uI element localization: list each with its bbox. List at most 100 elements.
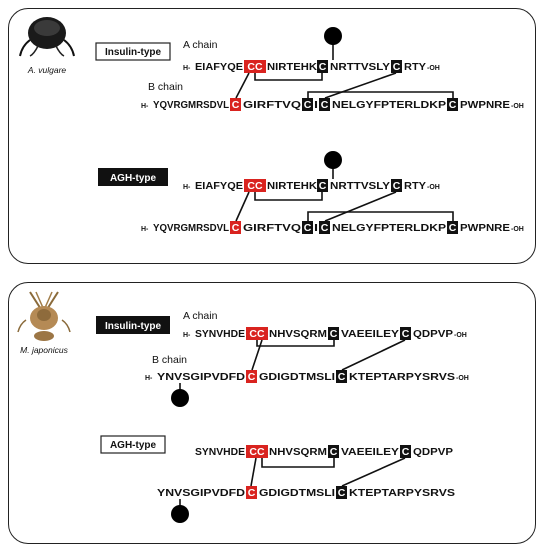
intra-a-bond (254, 73, 323, 81)
glycan-marker (171, 389, 189, 407)
oh-terminus: -OH (427, 184, 440, 191)
a-chain-seg4: RTY (404, 180, 426, 192)
b-chain-seg3: KTEPTARPYSRVS (349, 371, 455, 383)
agh-a-chain-bottom: SYNVHDE CC NHVSQRM C VAEEILEY C QDPVP (195, 445, 453, 458)
agh-b-chain-bottom: YNVSGIPVDFD C GDIGDTMSLI C KTEPTARPYSRVS (157, 486, 455, 499)
cysteine-label: C (330, 328, 338, 340)
cysteine: C (319, 221, 330, 234)
cysteine: C (391, 179, 402, 192)
cysteine: C (447, 221, 458, 234)
a-chain-label-top: A chain (183, 39, 218, 51)
oh-terminus: -OH (454, 332, 467, 339)
h-terminus: H- (183, 184, 191, 191)
insulin-a-chain-bottom: H- SYNVHDE CC NHVSQRM C VAEEILEY C QDPVP… (183, 327, 467, 340)
agh-type-label-top: AGH-type (110, 173, 157, 184)
a-chain-seg4: QDPVP (413, 328, 453, 340)
a-b-bond (324, 72, 397, 99)
b-chain-seg1: YQVRGMRSDVL (153, 99, 230, 111)
cysteine-label: C (393, 180, 401, 192)
insulin-b-chain-top: H- YQVRGMRSDVL C GIRFTVQ C I C NELGYFPTE… (141, 98, 524, 111)
b-chain-seg3: KTEPTARPYSRVS (349, 487, 455, 499)
cysteine-label: C (232, 99, 240, 111)
b-chain-seg4: NELGYFPTERLDKP (332, 99, 446, 111)
b-chain-seg2: GDIGDTMSLI (259, 487, 335, 499)
cysteine-pair: CC (246, 445, 268, 458)
h-terminus: H- (145, 375, 153, 382)
a-b-bond (307, 91, 454, 98)
disulfide-bonds-insulin-top (235, 72, 454, 99)
cysteine-label: C (248, 487, 256, 499)
a-chain-seg4: RTY (404, 61, 426, 73)
a-chain-seg2: NHVSQRM (269, 446, 327, 458)
cysteine-pair: CC (246, 327, 268, 340)
cysteine: C (317, 60, 328, 73)
b-chain-seg4: NELGYFPTERLDKP (332, 222, 446, 234)
oh-terminus: -OH (456, 375, 469, 382)
a-chain-seg2: NIRTEHK (267, 180, 317, 192)
cysteine-pair-label: CC (249, 328, 265, 340)
cysteine-label: C (248, 371, 256, 383)
disulfide-bonds-agh-top (235, 191, 454, 222)
b-chain-seg1: YQVRGMRSDVL (153, 222, 230, 234)
oh-terminus: -OH (427, 65, 440, 72)
intra-a-bond (256, 340, 335, 347)
cysteine: C (302, 221, 313, 234)
a-b-bond (235, 72, 250, 99)
insulin-type-label-top: Insulin-type (105, 47, 162, 58)
disulfide-bonds-agh-bottom (250, 457, 406, 487)
intra-a-bond (261, 458, 335, 468)
cysteine: C (328, 327, 339, 340)
oh-terminus: -OH (511, 103, 524, 110)
cysteine-label: C (319, 61, 327, 73)
cysteine: C (246, 370, 257, 383)
a-b-bond (341, 339, 406, 371)
species-label-vulgare: A. vulgare (27, 65, 67, 75)
a-chain-seg1: EIAFYQE (195, 180, 243, 192)
a-chain-seg1: EIAFYQE (195, 61, 243, 73)
b-chain-seg3: I (314, 99, 318, 111)
agh-type-badge-top: AGH-type (98, 168, 168, 186)
cysteine-label: C (393, 61, 401, 73)
b-chain-label-bottom: B chain (152, 354, 187, 366)
h-terminus: H- (141, 103, 149, 110)
insulin-type-badge-top: Insulin-type (95, 42, 171, 61)
cysteine-label: C (321, 222, 329, 234)
agh-a-chain-top: H- EIAFYQE CC NIRTEHK C NRTTVSLY C RTY -… (183, 179, 440, 192)
agh-b-chain-top: H- YQVRGMRSDVL C GIRFTVQ C I C NELGYFPTE… (141, 221, 524, 234)
b-chain-label-top: B chain (148, 81, 183, 93)
cysteine-pair: CC (244, 60, 266, 73)
cysteine: C (302, 98, 313, 111)
cysteine: C (246, 486, 257, 499)
cysteine-label: C (338, 487, 346, 499)
cysteine-label: C (330, 446, 338, 458)
b-chain-seg2: GIRFTVQ (243, 222, 301, 234)
a-b-bond (324, 191, 397, 222)
a-chain-seg1: SYNVHDE (195, 446, 245, 458)
h-terminus: H- (183, 332, 191, 339)
cysteine: C (391, 60, 402, 73)
a-chain-seg1: SYNVHDE (195, 328, 245, 340)
disulfide-bonds-insulin-bottom (251, 339, 406, 371)
cysteine-pair-label: CC (247, 61, 263, 73)
b-chain-seg2: GDIGDTMSLI (259, 371, 335, 383)
a-b-bond (341, 457, 406, 487)
cysteine-label: C (232, 222, 240, 234)
species-label-japonicus: M. japonicus (20, 345, 68, 355)
isopod-image (19, 17, 75, 57)
b-chain-seg3: I (314, 222, 318, 234)
cysteine: C (230, 98, 241, 111)
cysteine: C (317, 179, 328, 192)
cysteine: C (400, 445, 411, 458)
b-chain-seg1: YNVSGIPVDFD (157, 371, 245, 383)
a-chain-seg3: VAEEILEY (341, 446, 399, 458)
b-chain-seg5: PWPNRE (460, 99, 510, 111)
cysteine: C (336, 486, 347, 499)
cysteine-pair-label: CC (247, 180, 263, 192)
a-chain-seg3: NRTTVSLY (330, 61, 390, 73)
b-chain-seg5: PWPNRE (460, 222, 510, 234)
a-chain-seg3: NRTTVSLY (330, 180, 390, 192)
cysteine: C (319, 98, 330, 111)
b-chain-seg1: YNVSGIPVDFD (157, 487, 245, 499)
a-b-bond (251, 339, 263, 371)
